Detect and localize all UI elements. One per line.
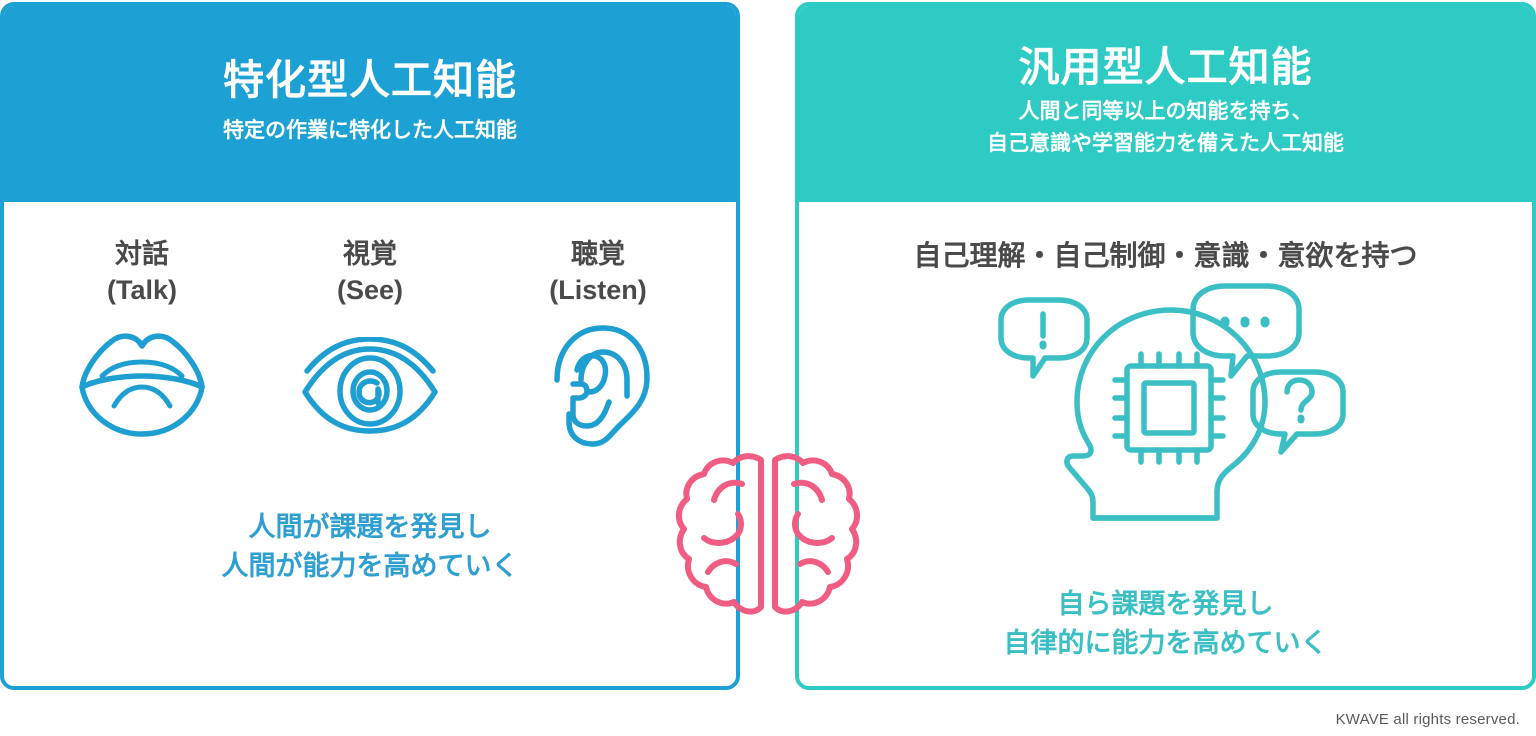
cpu-chip-icon — [1111, 351, 1226, 465]
brain-left-hemisphere-icon — [676, 453, 764, 615]
footer-copyright: KWAVE all rights reserved. — [1335, 711, 1520, 728]
brain-icon — [676, 452, 860, 638]
list-item: 聴覚 (Listen) — [524, 236, 672, 448]
mouth-icon — [76, 326, 208, 446]
panel-general-ai-feature: 自己理解・自己制御・意識・意欲を持つ — [913, 240, 1418, 271]
brain-right-hemisphere-icon — [772, 453, 860, 615]
panel-narrow-ai-subtitle: 特定の作業に特化した人工知能 — [223, 118, 517, 142]
sense-list: 対話 (Talk) 視覚 (See) — [68, 236, 672, 448]
panel-general-ai: 汎用型人工知能 人間と同等以上の知能を持ち、 自己意識や学習能力を備えた人工知能… — [795, 2, 1536, 690]
panel-general-ai-header: 汎用型人工知能 人間と同等以上の知能を持ち、 自己意識や学習能力を備えた人工知能 — [799, 6, 1532, 202]
sense-label-listen: 聴覚 (Listen) — [549, 239, 647, 306]
panel-general-ai-subtitle: 人間と同等以上の知能を持ち、 自己意識や学習能力を備えた人工知能 — [987, 100, 1344, 155]
panel-narrow-ai-body: 対話 (Talk) 視覚 (See) — [4, 202, 736, 686]
ear-icon — [543, 325, 653, 448]
bubble-ellipsis-icon — [1189, 283, 1302, 379]
panel-narrow-ai-header: 特化型人工知能 特定の作業に特化した人工知能 — [4, 6, 736, 202]
sense-label-see: 視覚 (See) — [336, 239, 404, 306]
list-item: 対話 (Talk) — [68, 236, 216, 446]
ai-head-icon — [981, 282, 1351, 537]
panel-general-ai-title: 汎用型人工知能 — [1018, 43, 1313, 90]
panel-narrow-ai: 特化型人工知能 特定の作業に特化した人工知能 対話 (Talk) — [0, 2, 740, 690]
eye-icon — [299, 326, 441, 446]
panel-narrow-ai-caption: 人間が課題を発見し 人間が能力を高めていく — [221, 512, 519, 582]
list-item: 視覚 (See) — [296, 236, 444, 446]
sense-label-talk: 対話 (Talk) — [106, 239, 177, 306]
panel-general-ai-caption: 自ら課題を発見し 自律的に能力を高めていく — [1003, 589, 1328, 659]
page-title: 特化型人工知能 — [223, 56, 517, 103]
panel-general-ai-body: 自己理解・自己制御・意識・意欲を持つ — [799, 202, 1532, 686]
bubble-question-icon — [1249, 369, 1346, 455]
head-profile-icon — [1063, 307, 1268, 521]
bubble-exclaim-icon — [997, 297, 1090, 379]
